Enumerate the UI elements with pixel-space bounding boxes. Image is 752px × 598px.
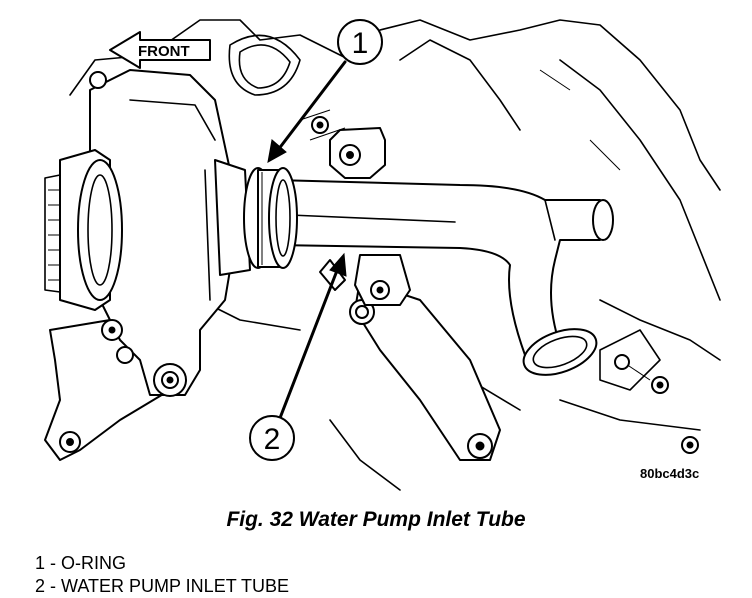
legend: 1 - O-RING 2 - WATER PUMP INLET TUBE [35,552,289,598]
inlet-tube [274,127,614,376]
legend-item-1: 1 - O-RING [35,553,127,573]
water-pump-inlet-tube-diagram: FRONT 1 2 80bc4d3c [44,19,721,491]
water-pump-housing [44,69,251,397]
engine-block [69,19,721,491]
callout-1-number: 1 [352,27,369,60]
callout-2: 2 [249,252,347,461]
legend-item-2: 2 - WATER PUMP INLET TUBE [35,576,290,596]
figure-caption: Fig. 32 Water Pump Inlet Tube [226,508,526,531]
o-ring [243,167,298,269]
callout-2-number: 2 [264,423,281,456]
front-label: FRONT [138,43,190,60]
callout-1: 1 [267,19,383,163]
front-arrow-icon: FRONT [109,31,211,69]
figure-code: 80bc4d3c [640,466,699,481]
